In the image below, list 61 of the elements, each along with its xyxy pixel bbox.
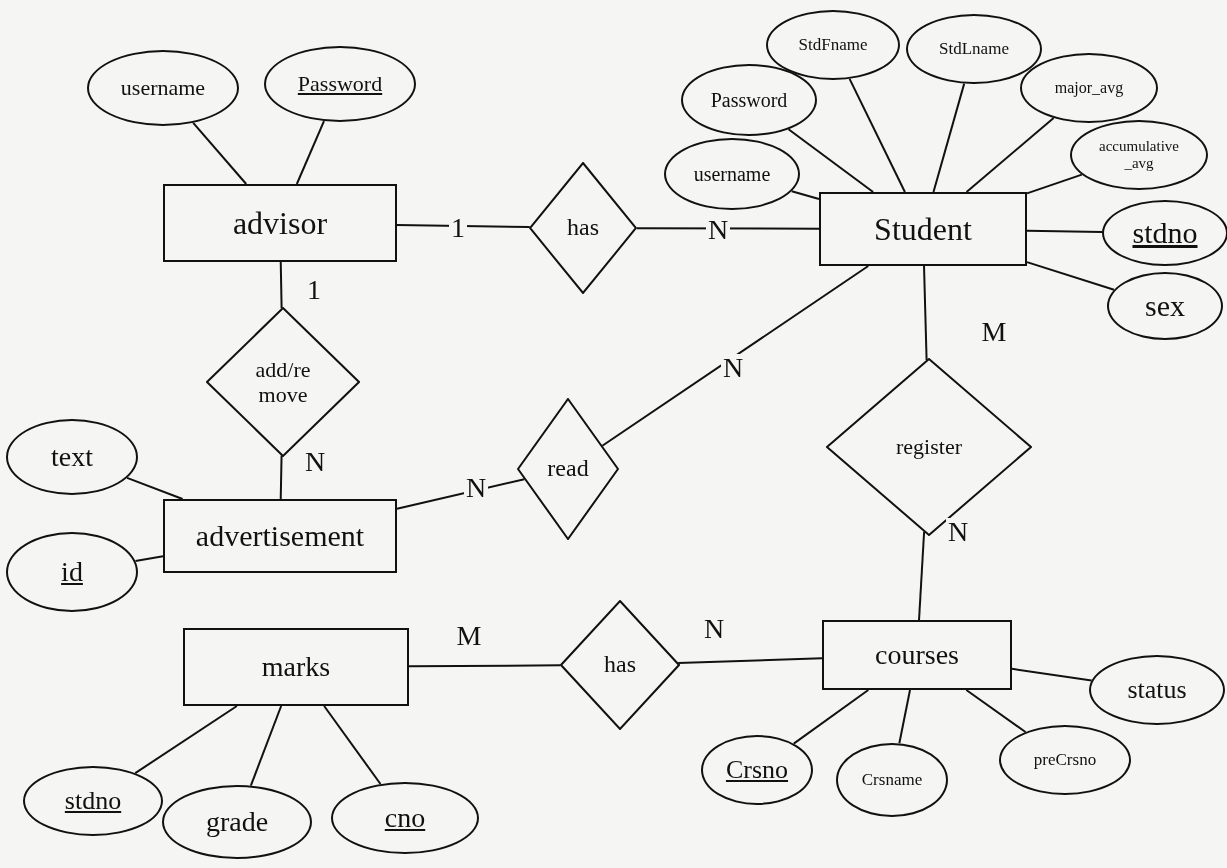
connector-line (134, 705, 238, 775)
entity-box (163, 184, 397, 262)
connector-line (249, 705, 283, 787)
attribute-name: text (51, 440, 93, 474)
relationship-diamond (560, 600, 680, 730)
connector-line (601, 265, 870, 447)
relationship-name: has (567, 214, 599, 242)
relationship-name: add/re move (254, 356, 312, 408)
connector-line (1026, 229, 1104, 233)
relationship-name: read (547, 455, 589, 483)
attribute-name: grade (205, 805, 269, 839)
connector-line (898, 689, 911, 745)
attribute-name: Crsno (725, 755, 789, 785)
attribute-name: stdno (1132, 215, 1198, 251)
connector-line (1026, 261, 1115, 291)
attribute-name: username (693, 162, 771, 186)
relationship-diamond (529, 162, 637, 294)
entity-box (183, 628, 409, 706)
entity-name: advisor (232, 204, 328, 242)
relationship-name: has (604, 651, 636, 679)
entity-name: Student (874, 210, 972, 248)
connector-line (848, 77, 906, 193)
attribute-name: id (61, 555, 83, 589)
connector-line (635, 227, 820, 230)
attribute-name: major_avg (1054, 78, 1124, 98)
attribute-name: Password (297, 71, 383, 97)
entity-name: courses (875, 638, 959, 672)
attribute-name: accumulative _avg (1098, 137, 1180, 173)
relationship-diamond (517, 398, 619, 540)
connector-line (932, 82, 966, 193)
attribute-name: username (120, 75, 206, 101)
attribute-name: preCrsno (1033, 750, 1097, 770)
connector-line (1026, 173, 1083, 195)
entity-box (163, 499, 397, 573)
connector-line (295, 120, 325, 185)
attribute-name: stdno (64, 786, 122, 816)
attribute-name: StdFname (798, 35, 868, 55)
relationship-name: register (896, 434, 962, 460)
connector-line (790, 190, 820, 201)
attribute-name: sex (1145, 288, 1185, 324)
entity-name: marks (261, 650, 331, 684)
connector-line (408, 664, 562, 668)
connector-line (677, 657, 823, 665)
connector-line (792, 689, 870, 745)
attribute-name: StdLname (939, 39, 1009, 59)
connector-line (396, 223, 531, 229)
connector-line (923, 265, 928, 362)
attribute-name: status (1127, 675, 1187, 705)
attribute-name: Password (710, 88, 788, 112)
connector-line (126, 476, 184, 500)
attribute-name: cno (384, 801, 426, 835)
connector-line (787, 128, 875, 193)
connector-line (918, 530, 926, 621)
entity-box (822, 620, 1012, 690)
connector-line (279, 454, 283, 500)
attribute-name: Crsname (861, 770, 923, 790)
connector-line (965, 689, 1027, 733)
entity-box (819, 192, 1027, 266)
entity-name: advertisement (195, 518, 365, 554)
connector-line (965, 117, 1055, 193)
connector-line (279, 261, 283, 310)
